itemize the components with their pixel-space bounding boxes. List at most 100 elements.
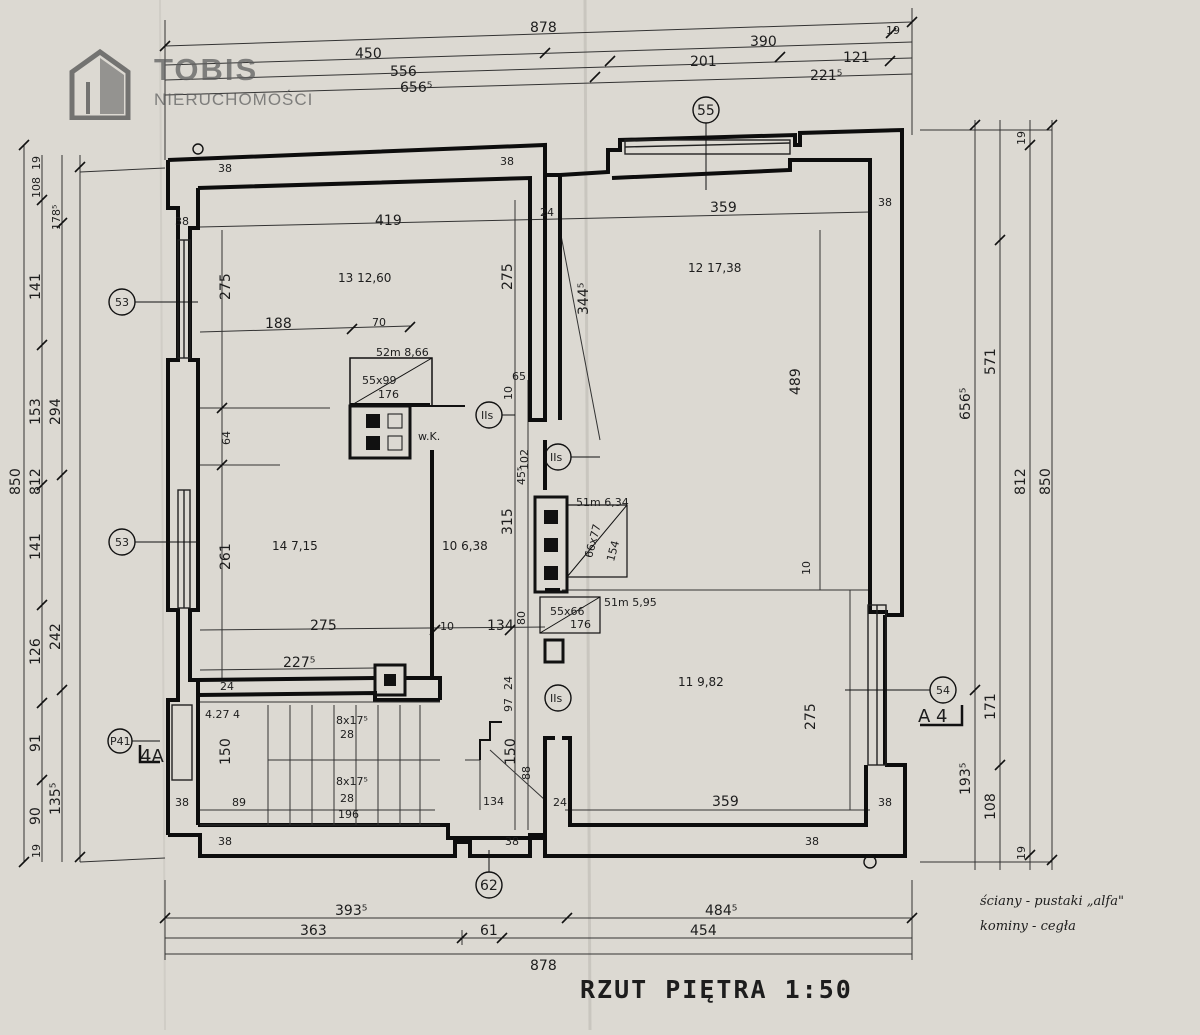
dim-188: 188 <box>265 316 292 332</box>
dim-l-850: 850 <box>8 468 24 495</box>
dim-419: 419 <box>375 213 402 229</box>
chimney-1-size: 55x99 <box>362 374 397 387</box>
dim-70: 70 <box>372 316 386 329</box>
dim-r-171: 171 <box>983 693 999 720</box>
dim-top-390: 390 <box>750 34 777 50</box>
dim-l-108: 108 <box>30 177 43 198</box>
dim-315: 315 <box>500 508 516 535</box>
dim-275c: 275 <box>310 618 337 634</box>
dim-top-878: 878 <box>530 20 557 36</box>
dim-97: 97 <box>502 698 515 712</box>
chimney-1 <box>348 357 465 460</box>
dim-r-193: 193⁵ <box>958 763 974 795</box>
dim-489: 489 <box>788 368 804 395</box>
dim-l-19b: 19 <box>30 844 43 858</box>
dim-l-135: 135⁵ <box>48 783 64 815</box>
circle-iis-1: IIs <box>481 409 493 422</box>
dim-89: 89 <box>232 796 246 809</box>
logo-subtitle: NIERUCHOMOŚCI <box>154 90 314 109</box>
dim-80: 80 <box>515 611 528 625</box>
legend-walls: ściany - pustaki „alfa" <box>980 894 1124 909</box>
chimney-2 <box>533 495 628 594</box>
drawing-title: RZUT PIĘTRA 1:50 <box>580 975 853 1004</box>
dim-38a: 38 <box>175 215 189 228</box>
dim-r-19b: 19 <box>1015 846 1028 860</box>
dim-10a: 10 <box>502 386 515 400</box>
dim-top-19: 19 <box>886 24 900 37</box>
logo-title: TOBIS <box>154 52 259 87</box>
chimney-3 <box>373 596 601 697</box>
tobis-logo: TOBIS NIERUCHOMOŚCI <box>68 48 358 128</box>
axis-top-label: 55 <box>697 103 715 119</box>
dim-24a: 24 <box>540 206 554 219</box>
dim-r-850: 850 <box>1038 468 1054 495</box>
dim-top-121: 121 <box>843 50 870 66</box>
axis-left-bottom-label: P41 <box>110 735 131 748</box>
dim-38f: 38 <box>878 796 892 809</box>
circle-iis-2: IIs <box>550 451 562 464</box>
dim-38i: 38 <box>805 835 819 848</box>
dim-455: 45⁵ <box>515 467 528 485</box>
room-13-label: 13 12,60 <box>338 271 391 285</box>
dim-l-90: 90 <box>28 807 44 825</box>
stair-upper-going: 28 <box>340 728 354 741</box>
room-labels: 13 12,60 12 17,38 14 7,15 10 6,38 11 9,8… <box>205 261 741 721</box>
dim-10b: 10 <box>800 561 813 575</box>
dim-102: 102 <box>518 449 531 470</box>
stair-lower-going: 28 <box>340 792 354 805</box>
circle-iis-3: IIs <box>550 692 562 705</box>
stair-lower-width: 196 <box>338 808 359 821</box>
dim-38d: 38 <box>878 196 892 209</box>
walls <box>166 127 907 858</box>
left-dims: 850 812 19 108 178⁵ 141 153 294 141 126 … <box>8 131 1054 860</box>
dim-l-141a: 141 <box>28 273 44 300</box>
dim-l-812: 812 <box>28 468 44 495</box>
dim-150b: 150 <box>503 738 519 765</box>
axis-leaders <box>132 123 930 872</box>
staircase <box>200 701 502 826</box>
windows <box>171 139 887 781</box>
chimney-wk-label: w.K. <box>418 430 440 443</box>
dim-r-571: 571 <box>983 348 999 375</box>
dim-top-656: 656⁵ <box>400 80 432 96</box>
stair-upper-rise: 8x17⁵ <box>336 714 368 727</box>
chimney-1-area: 52m 8,66 <box>376 346 429 359</box>
room-11-label: 11 9,82 <box>678 675 724 689</box>
dim-344: 344⁵ <box>576 283 592 315</box>
dim-r-812: 812 <box>1013 468 1029 495</box>
house-logo-icon <box>69 48 131 120</box>
dim-bot-393: 393⁵ <box>335 903 367 919</box>
dim-38c: 38 <box>500 155 514 168</box>
chimney-2-height: 154 <box>604 539 622 563</box>
dim-38h: 38 <box>505 835 519 848</box>
dim-275a: 275 <box>218 273 234 300</box>
dim-134a: 134 <box>487 618 514 634</box>
dim-227: 227⁵ <box>283 655 315 671</box>
dim-bot-484: 484⁵ <box>705 903 737 919</box>
chimney-3-area: 51m 5,95 <box>604 596 657 609</box>
dim-65: 65 <box>512 370 526 383</box>
dim-l-19a: 19 <box>30 156 43 170</box>
section-arrows <box>138 705 964 764</box>
dimension-labels: 878 450 390 19 556 201 121 656⁵ 221⁵ 393… <box>8 20 1054 974</box>
legend-chimneys: kominy - cegła <box>980 919 1076 934</box>
dim-l-242: 242 <box>48 623 64 650</box>
dim-150a: 150 <box>218 738 234 765</box>
dim-bot-878: 878 <box>530 958 557 974</box>
dim-359b: 359 <box>712 794 739 810</box>
dimension-ticks <box>18 16 1058 944</box>
dim-r-656: 656⁵ <box>958 388 974 420</box>
dim-l-178: 178⁵ <box>50 205 63 230</box>
dim-r-108: 108 <box>983 793 999 820</box>
chimney-2-size: 66x77 <box>582 523 603 560</box>
paper-fold <box>159 0 166 1031</box>
dim-24d: 24 <box>553 796 567 809</box>
dim-38g: 38 <box>218 835 232 848</box>
dim-r-19a: 19 <box>1015 131 1028 145</box>
dim-l-141b: 141 <box>28 533 44 560</box>
section-mark-left: 4A <box>140 746 164 767</box>
dim-359a: 359 <box>710 200 737 216</box>
dim-top-221: 221⁵ <box>810 68 842 84</box>
axis-left-upper-label: 53 <box>115 296 129 309</box>
